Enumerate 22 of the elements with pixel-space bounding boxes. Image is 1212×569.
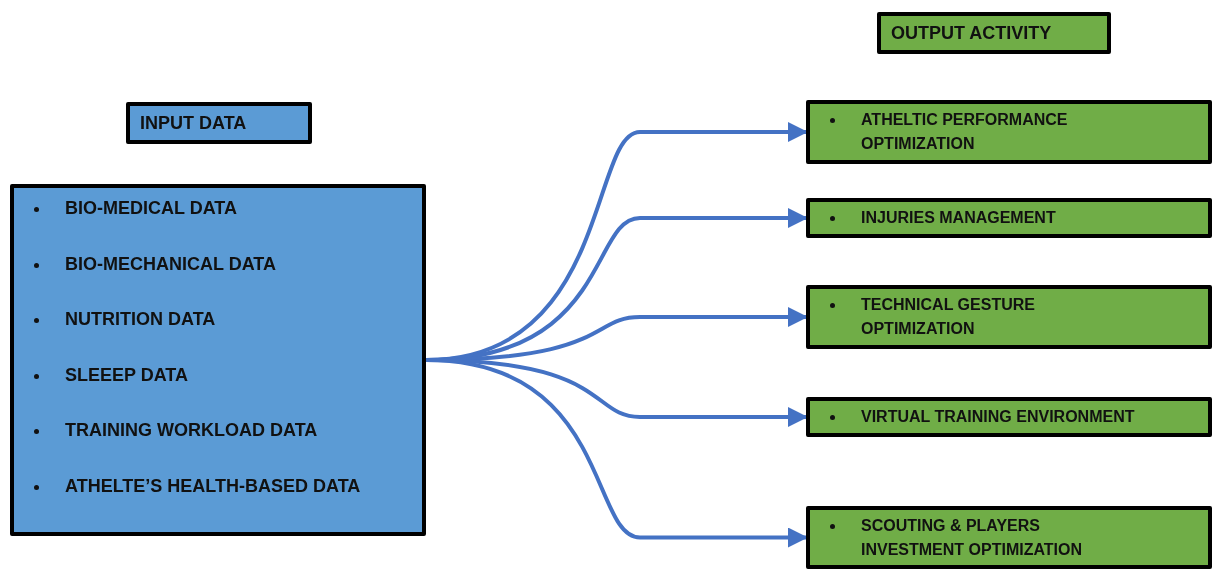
curved-arrow <box>425 358 808 548</box>
list-item: BIO-MEDICAL DATA <box>65 198 237 220</box>
list-item: ATHELTE’S HEALTH-BASED DATA <box>65 475 361 498</box>
list-item: TRAINING WORKLOAD DATA <box>65 420 318 442</box>
list-box <box>10 184 426 536</box>
list-box <box>806 285 1212 349</box>
list-box <box>806 506 1212 569</box>
list-item: NUTRITION DATA <box>65 309 216 331</box>
heading-text: INPUT DATA <box>139 112 248 134</box>
list-box <box>806 198 1212 238</box>
list-item: SLEEEP DATA <box>65 364 189 387</box>
list-item: INJURIES MANAGEMENT <box>861 208 1056 228</box>
heading-box <box>126 102 312 144</box>
heading-box <box>877 12 1111 54</box>
list-item: ATHELTIC PERFORMANCE OPTIMIZATION <box>861 110 1069 154</box>
list-box <box>806 100 1212 164</box>
list-item: SCOUTING & PLAYERS INVESTMENT OPTIMIZATION <box>861 515 1084 560</box>
list-item: BIO-MECHANICAL DATA <box>65 253 276 276</box>
list-item: VIRTUAL TRAINING ENVIRONMENT <box>861 407 1135 427</box>
heading-text: OUTPUT ACTIVITY <box>890 22 1053 44</box>
list-item: TECHNICAL GESTURE OPTIMIZATION <box>861 295 1036 339</box>
list-box <box>806 397 1212 437</box>
